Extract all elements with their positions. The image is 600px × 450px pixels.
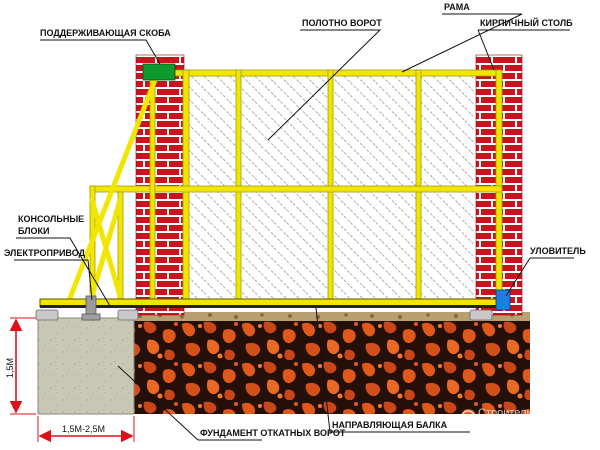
watermark-line1: Строительство (478, 407, 555, 419)
label-electric-drive: ЭЛЕКТРОПРИВОД (4, 248, 86, 258)
console-blocks (35, 309, 493, 321)
label-gate-leaf: ПОЛОТНО ВОРОТ (302, 18, 382, 28)
watermark-line2: Советы (478, 420, 517, 432)
label-foundation: ФУНДАМЕНТ ОТКАТНЫХ ВОРОТ (200, 428, 346, 438)
ground-strip (134, 318, 530, 414)
leader-lines (14, 13, 574, 441)
dimension-width: 1,5М-2,5М (62, 424, 105, 434)
dimension-lines (9, 317, 135, 443)
electric-drive (81, 295, 101, 321)
label-guide-beam: НАПРАВЛЯЮЩАЯ БАЛКА (332, 420, 448, 430)
gate-infill (183, 76, 475, 298)
label-catcher: УЛОВИТЕЛЬ (530, 246, 586, 256)
support-bracket (142, 63, 176, 81)
label-frame: РАМА (444, 2, 470, 12)
dimension-height: 1,5М (5, 358, 15, 378)
label-console-blocks-line2: БЛОКИ (18, 226, 50, 236)
watermark: Строительство Советы (460, 407, 555, 432)
label-brick-pillar: КИРПИЧНЫЙ СТОЛБ (480, 17, 573, 28)
brick-pillar-left (135, 54, 185, 316)
label-console-blocks-line1: КОНСОЛЬНЫЕ (18, 214, 84, 224)
foundation-block (37, 317, 135, 415)
watermark-logo-icon (460, 410, 476, 426)
label-support-bracket: ПОДДЕРЖИВАЮЩАЯ СКОБА (40, 28, 171, 38)
